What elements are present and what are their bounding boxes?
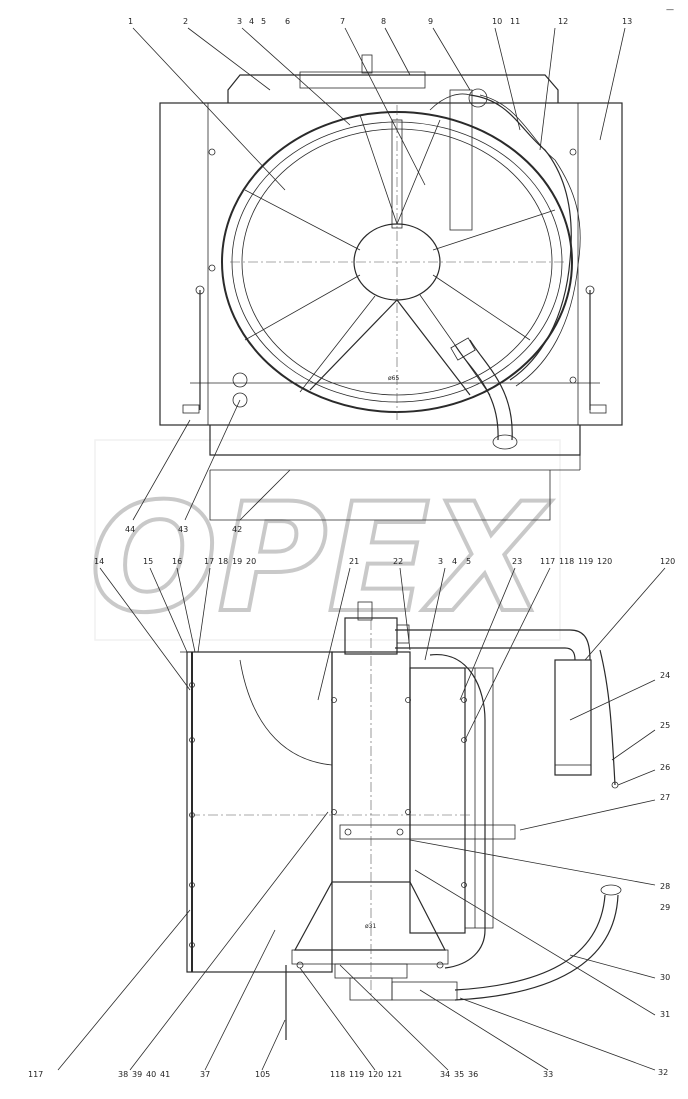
label-25: 25 xyxy=(660,721,670,730)
label-40: 40 xyxy=(146,1070,156,1079)
label-15: 15 xyxy=(143,557,153,566)
label-36: 36 xyxy=(468,1070,478,1079)
label-44: 44 xyxy=(125,525,135,534)
label-120: 120 xyxy=(597,557,612,566)
label-13: 13 xyxy=(622,17,632,26)
fan-housing-flare xyxy=(293,881,446,951)
label-31: 31 xyxy=(660,1010,670,1019)
label-34: 34 xyxy=(440,1070,450,1079)
label-117: 117 xyxy=(540,557,555,566)
label-30: 30 xyxy=(660,973,670,982)
label-26: 26 xyxy=(660,763,670,772)
label-17: 17 xyxy=(204,557,214,566)
label-118b: 118 xyxy=(330,1070,345,1079)
top-labels: 1 2 3 4 5 6 7 8 9 10 11 12 13 44 43 42 xyxy=(125,17,632,534)
label-20: 20 xyxy=(246,557,256,566)
label-41: 41 xyxy=(160,1070,170,1079)
label-1: 1 xyxy=(128,17,133,26)
filter-canister xyxy=(554,659,592,776)
label-2: 2 xyxy=(183,17,188,26)
label-12: 12 xyxy=(558,17,568,26)
label-23: 23 xyxy=(512,557,522,566)
label-120c: 120 xyxy=(368,1070,383,1079)
label-21: 21 xyxy=(349,557,359,566)
watermark: OPEX xyxy=(88,439,561,648)
label-118: 118 xyxy=(559,557,574,566)
label-4b: 4 xyxy=(452,557,457,566)
label-6: 6 xyxy=(285,17,290,26)
label-5b: 5 xyxy=(466,557,471,566)
radiator-frame xyxy=(159,102,623,426)
label-38: 38 xyxy=(118,1070,128,1079)
lower-pipe xyxy=(454,344,499,441)
side-labels: 14 15 16 17 18 19 20 21 22 3 4 5 23 117 … xyxy=(28,557,675,1079)
upper-hose xyxy=(469,94,572,381)
label-117b: 117 xyxy=(28,1070,43,1079)
label-28: 28 xyxy=(660,882,670,891)
label-4: 4 xyxy=(249,17,254,26)
lower-hose xyxy=(454,894,606,991)
top-view: ø65 1 2 3 4 5 6 7 8 9 10 11 12 13 44 43 … xyxy=(125,17,632,534)
label-14: 14 xyxy=(94,557,104,566)
label-18: 18 xyxy=(218,557,228,566)
label-120b: 120 xyxy=(660,557,675,566)
label-32: 32 xyxy=(658,1068,668,1077)
label-119: 119 xyxy=(578,557,593,566)
label-3b: 3 xyxy=(438,557,443,566)
top-tank xyxy=(227,74,559,103)
label-119b: 119 xyxy=(349,1070,364,1079)
right-shroud xyxy=(409,667,466,934)
bottom-tank xyxy=(209,425,581,456)
label-105: 105 xyxy=(255,1070,270,1079)
label-39: 39 xyxy=(132,1070,142,1079)
label-33: 33 xyxy=(543,1070,553,1079)
label-35: 35 xyxy=(454,1070,464,1079)
label-42: 42 xyxy=(232,525,242,534)
label-43: 43 xyxy=(178,525,188,534)
left-panel xyxy=(186,651,333,973)
label-22: 22 xyxy=(393,557,403,566)
label-19: 19 xyxy=(232,557,242,566)
label-3: 3 xyxy=(237,17,242,26)
side-view: ø31 14 15 16 17 18 19 20 21 22 3 4 5 23 … xyxy=(28,557,675,1079)
label-121: 121 xyxy=(387,1070,402,1079)
label-5: 5 xyxy=(261,17,266,26)
corner-mark: — xyxy=(666,5,674,14)
watermark-text: OPEX xyxy=(90,472,552,646)
label-8: 8 xyxy=(381,17,386,26)
label-11: 11 xyxy=(510,17,520,26)
svg-text:ø31: ø31 xyxy=(365,923,376,930)
label-10: 10 xyxy=(492,17,502,26)
svg-text:ø65: ø65 xyxy=(388,375,399,382)
drain-line xyxy=(599,649,616,786)
label-24: 24 xyxy=(660,671,670,680)
label-29: 29 xyxy=(660,903,670,912)
label-27: 27 xyxy=(660,793,670,802)
label-7: 7 xyxy=(340,17,345,26)
label-37: 37 xyxy=(200,1070,210,1079)
label-16: 16 xyxy=(172,557,182,566)
label-9: 9 xyxy=(428,17,433,26)
